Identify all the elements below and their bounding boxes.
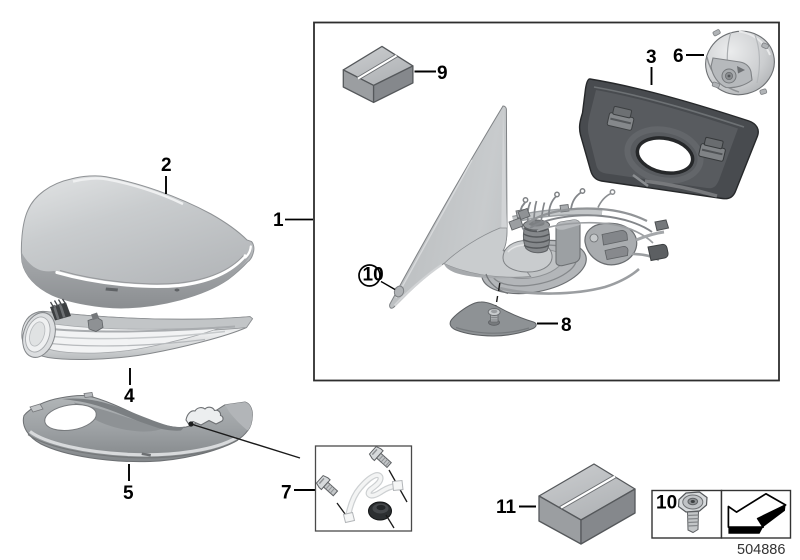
svg-text:1: 1 xyxy=(273,210,284,231)
svg-text:5: 5 xyxy=(123,483,134,504)
svg-text:2: 2 xyxy=(161,155,172,176)
svg-text:6: 6 xyxy=(673,46,684,67)
svg-text:11: 11 xyxy=(496,497,517,518)
svg-text:10: 10 xyxy=(363,265,384,286)
svg-text:10: 10 xyxy=(656,493,677,514)
svg-text:7: 7 xyxy=(281,483,292,504)
svg-text:3: 3 xyxy=(646,47,657,68)
svg-text:8: 8 xyxy=(561,315,572,336)
svg-text:9: 9 xyxy=(437,63,448,84)
svg-text:4: 4 xyxy=(124,386,135,407)
svg-text:504886: 504886 xyxy=(737,542,785,558)
